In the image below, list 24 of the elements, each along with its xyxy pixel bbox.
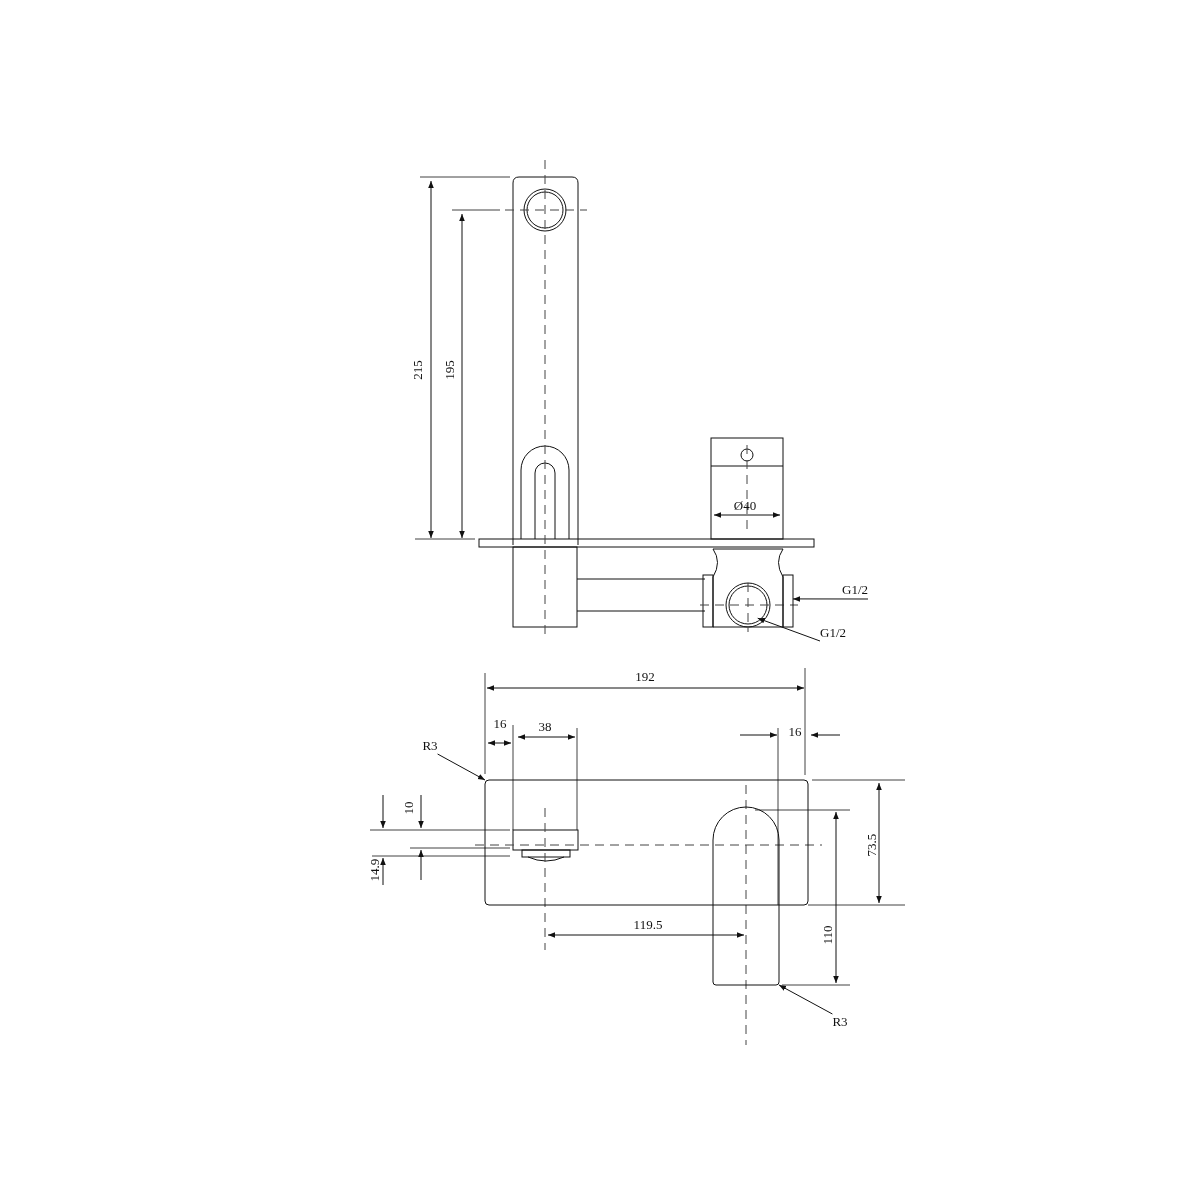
dimension-value: 119.5 <box>633 918 663 932</box>
leader-line <box>778 984 833 1015</box>
dimension-value: 38 <box>538 720 552 734</box>
callout-text: G1/2 <box>842 583 868 597</box>
outlet-port <box>725 582 771 628</box>
dimension-value: 195 <box>443 360 457 380</box>
leader-line <box>757 617 821 642</box>
inlet-flange <box>782 574 794 628</box>
callout-text: G1/2 <box>820 626 846 640</box>
dimension-value: 16 <box>788 725 802 739</box>
dimension-value: 14.9 <box>368 858 382 882</box>
dimension-value: Ø40 <box>733 499 757 513</box>
callout-text: R3 <box>832 1015 848 1029</box>
lever-handle <box>712 806 780 986</box>
dimension-value: 215 <box>411 360 425 380</box>
leader-line <box>437 753 486 781</box>
leader-line <box>792 596 869 602</box>
callout-text: R3 <box>422 739 438 753</box>
dimension-value: 73.5 <box>865 833 879 857</box>
dimension-value: 16 <box>493 717 507 731</box>
dimension-value: 192 <box>635 670 655 684</box>
dimension-value: 110 <box>821 925 835 945</box>
back-plate <box>484 779 809 906</box>
dimension-value: 10 <box>402 801 416 815</box>
